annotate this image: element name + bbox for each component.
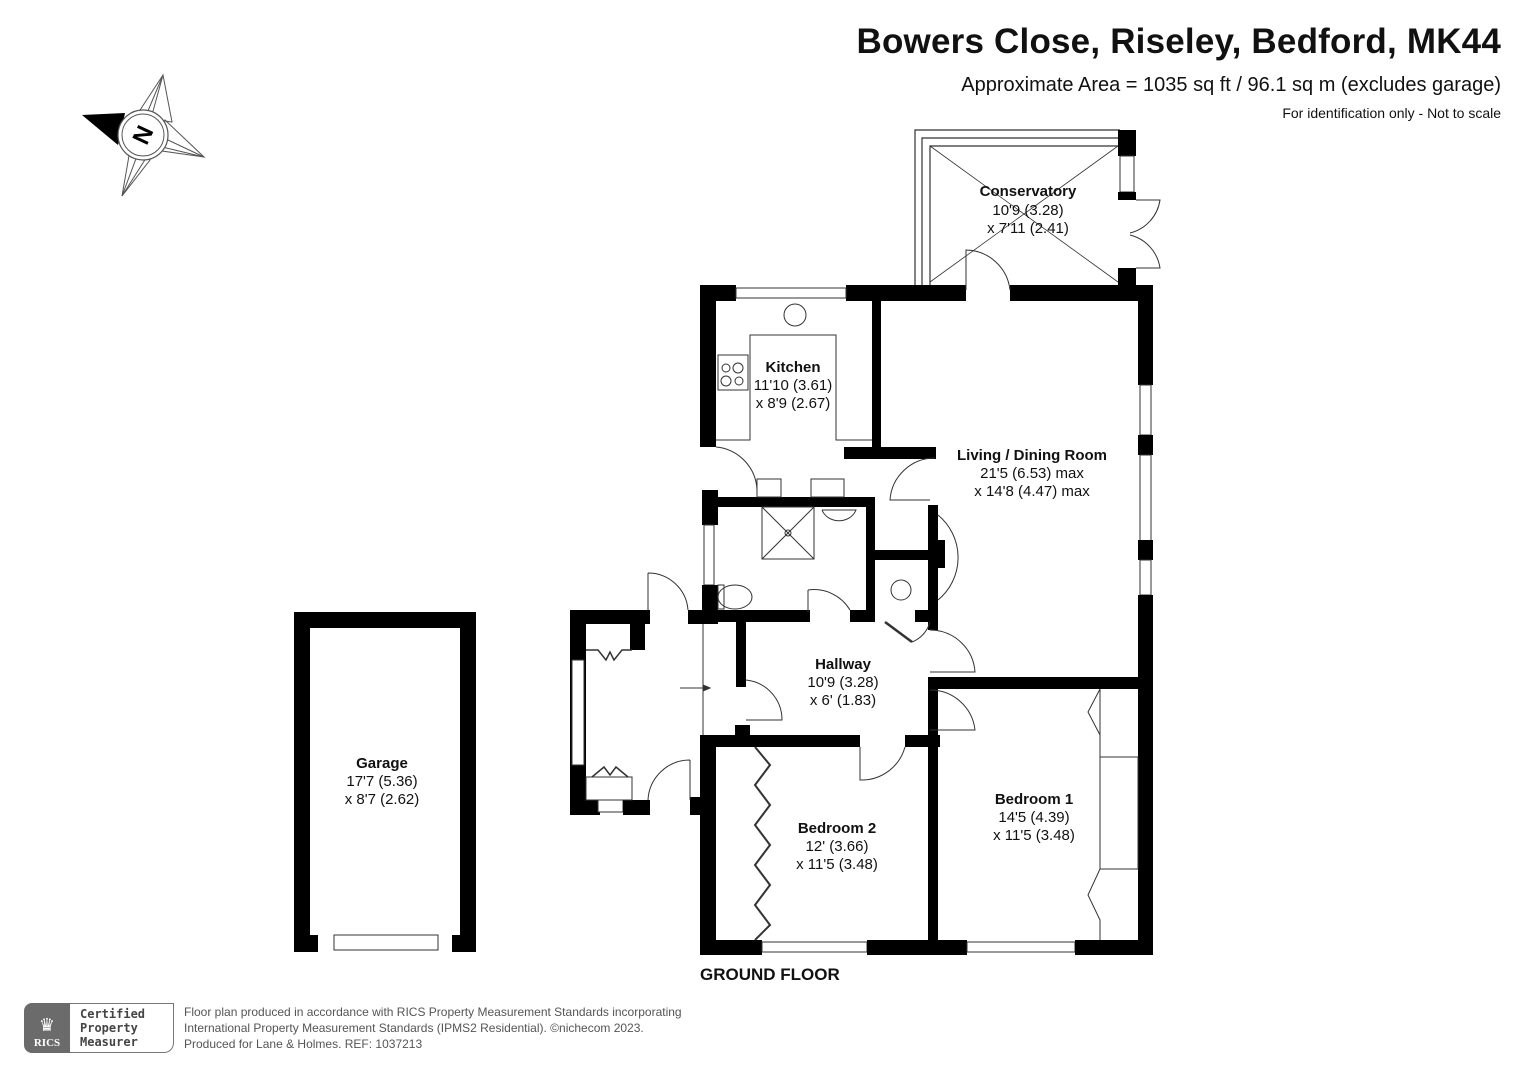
footer-line: International Property Measurement Stand… [184, 1021, 644, 1035]
svg-text:x 14'8 (4.47) max: x 14'8 (4.47) max [974, 483, 1090, 500]
svg-text:Kitchen: Kitchen [765, 359, 820, 376]
room-label-bedroom-2: Bedroom 2 12' (3.66) x 11'5 (3.48) [796, 820, 878, 873]
room-label-garage: Garage 17'7 (5.36) x 8'7 (2.62) [345, 755, 420, 808]
sink-icon [783, 303, 807, 327]
svg-text:21'5 (6.53) max: 21'5 (6.53) max [980, 465, 1084, 482]
approximate-area: Approximate Area = 1035 sq ft / 96.1 sq … [961, 74, 1501, 96]
badge-line: Measurer [80, 1035, 138, 1049]
footer-line: Floor plan produced in accordance with R… [184, 1005, 682, 1019]
svg-text:Garage: Garage [356, 755, 408, 772]
svg-text:12' (3.66): 12' (3.66) [806, 838, 869, 855]
property-address-title: Bowers Close, Riseley, Bedford, MK44 [856, 22, 1501, 61]
shower-icon [761, 506, 815, 560]
compass-rose-icon: N [82, 73, 206, 197]
svg-text:Conservatory: Conservatory [980, 183, 1077, 200]
svg-text:17'7 (5.36): 17'7 (5.36) [346, 773, 417, 790]
rics-text: RICS [33, 1037, 61, 1049]
svg-text:Bedroom 1: Bedroom 1 [995, 791, 1073, 808]
walls [294, 285, 1153, 955]
identification-note: For identification only - Not to scale [1282, 105, 1501, 121]
svg-text:x 7'11 (2.41): x 7'11 (2.41) [987, 220, 1069, 237]
svg-text:10'9 (3.28): 10'9 (3.28) [807, 674, 878, 691]
svg-text:x 8'7 (2.62): x 8'7 (2.62) [345, 791, 420, 808]
room-label-kitchen: Kitchen 11'10 (3.61) x 8'9 (2.67) [754, 359, 832, 412]
badge-line: Certified [80, 1007, 146, 1021]
svg-text:14'5 (4.39): 14'5 (4.39) [998, 809, 1069, 826]
svg-text:x 8'9 (2.67): x 8'9 (2.67) [756, 395, 831, 412]
room-label-hallway: Hallway 10'9 (3.28) x 6' (1.83) [807, 656, 878, 709]
svg-text:x 6' (1.83): x 6' (1.83) [810, 692, 876, 709]
svg-text:x 11'5 (3.48): x 11'5 (3.48) [993, 827, 1075, 844]
svg-text:10'9 (3.28): 10'9 (3.28) [992, 202, 1063, 219]
svg-text:x 11'5 (3.48): x 11'5 (3.48) [796, 856, 878, 873]
svg-text:11'10 (3.61): 11'10 (3.61) [754, 377, 832, 394]
floor-label: GROUND FLOOR [700, 965, 840, 984]
badge-line: Property [80, 1021, 138, 1035]
svg-text:Living / Dining Room: Living / Dining Room [957, 447, 1107, 464]
fixtures [585, 249, 1139, 941]
room-label-living-dining: Living / Dining Room 21'5 (6.53) max x 1… [957, 447, 1107, 500]
footer-disclaimer: Floor plan produced in accordance with R… [184, 1004, 682, 1052]
svg-text:Bedroom 2: Bedroom 2 [798, 820, 876, 837]
hob-icon [717, 354, 749, 391]
toilet-icon [717, 584, 753, 610]
footer: ♛ RICS Certified Property Measurer Floor… [24, 1002, 682, 1054]
room-label-bedroom-1: Bedroom 1 14'5 (4.39) x 11'5 (3.48) [993, 791, 1075, 844]
footer-line: Produced for Lane & Holmes. REF: 1037213 [184, 1037, 423, 1051]
rics-logo: ♛ RICS [24, 1003, 70, 1053]
room-label-conservatory: Conservatory 10'9 (3.28) x 7'11 (2.41) [980, 183, 1077, 237]
lion-icon: ♛ [38, 1015, 56, 1035]
certified-measurer-badge: Certified Property Measurer [70, 1003, 174, 1053]
svg-text:Hallway: Hallway [815, 656, 872, 673]
basin-icon [821, 509, 857, 522]
conservatory-structure [914, 129, 1161, 290]
